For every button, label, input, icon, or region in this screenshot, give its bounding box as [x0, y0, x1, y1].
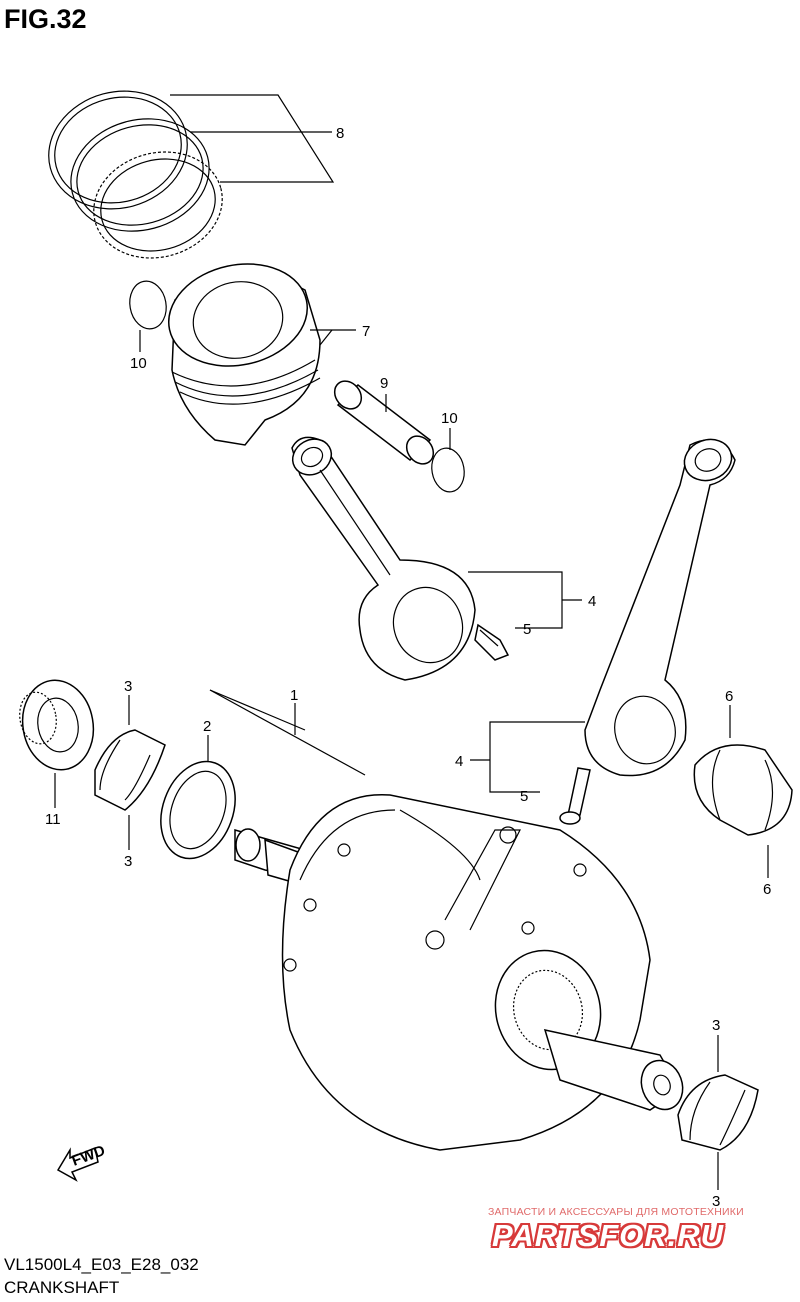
bearing-shell-upper [94, 729, 166, 811]
callout-6-top: 6 [725, 688, 733, 705]
conrod-bolt-front [474, 623, 510, 661]
fwd-arrow-icon [56, 1146, 99, 1182]
callout-3-top-left: 3 [124, 678, 132, 695]
callout-1: 1 [290, 687, 298, 704]
callout-8: 8 [336, 125, 344, 142]
callout-3-right-top: 3 [712, 1017, 720, 1034]
watermark-tagline: ЗАПЧАСТИ И АКСЕССУАРЫ ДЛЯ МОТОТЕХНИКИ [488, 1206, 744, 1218]
piston-pin [333, 380, 435, 465]
figure-name: CRANKSHAFT [4, 1278, 120, 1297]
callout-11: 11 [45, 811, 61, 828]
conrod-bolt-rear [559, 767, 591, 825]
piston-rings [48, 90, 223, 259]
callout-4-lower: 4 [455, 753, 463, 770]
callout-3-bottom-left: 3 [124, 853, 132, 870]
leader-lines [54, 94, 769, 1190]
callout-5-lower: 5 [520, 788, 528, 805]
callout-3-right-bottom: 3 [712, 1193, 720, 1210]
figure-code: VL1500L4_E03_E28_032 [4, 1255, 199, 1274]
circlip-right [431, 447, 465, 493]
callout-7: 7 [362, 323, 370, 340]
callout-10-left: 10 [130, 355, 147, 372]
callout-6-bottom: 6 [763, 881, 771, 898]
circlip-left [129, 280, 167, 330]
conrod-front [291, 436, 476, 681]
conrod-rear [584, 438, 736, 777]
callout-4-upper: 4 [588, 593, 596, 610]
washer-gear [19, 679, 95, 771]
watermark-logo: PARTSFOR.RU [492, 1218, 725, 1253]
piston [167, 263, 321, 446]
bearing-shell-right [693, 744, 793, 836]
bearing-shell-lower [677, 1074, 759, 1151]
crankshaft [234, 793, 684, 1151]
figure-title: FIG.32 [4, 4, 87, 34]
thrust-bearing [160, 760, 236, 860]
callout-9: 9 [380, 375, 388, 392]
callout-5-upper: 5 [523, 621, 531, 638]
callout-10-right: 10 [441, 410, 458, 427]
callout-2: 2 [203, 718, 211, 735]
